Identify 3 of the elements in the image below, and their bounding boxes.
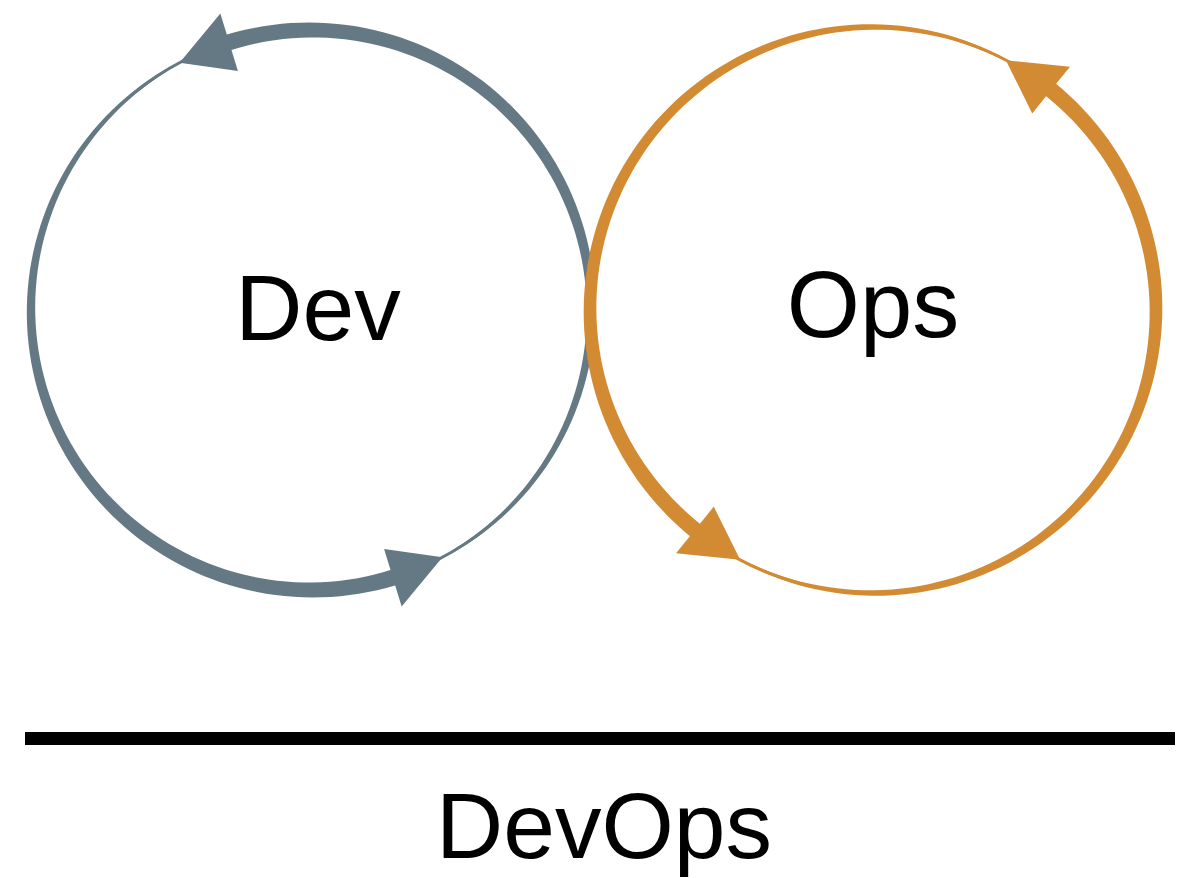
node-label: Dev (235, 254, 401, 362)
node-label: Ops (786, 251, 960, 360)
caption-text: DevOps (436, 773, 772, 878)
